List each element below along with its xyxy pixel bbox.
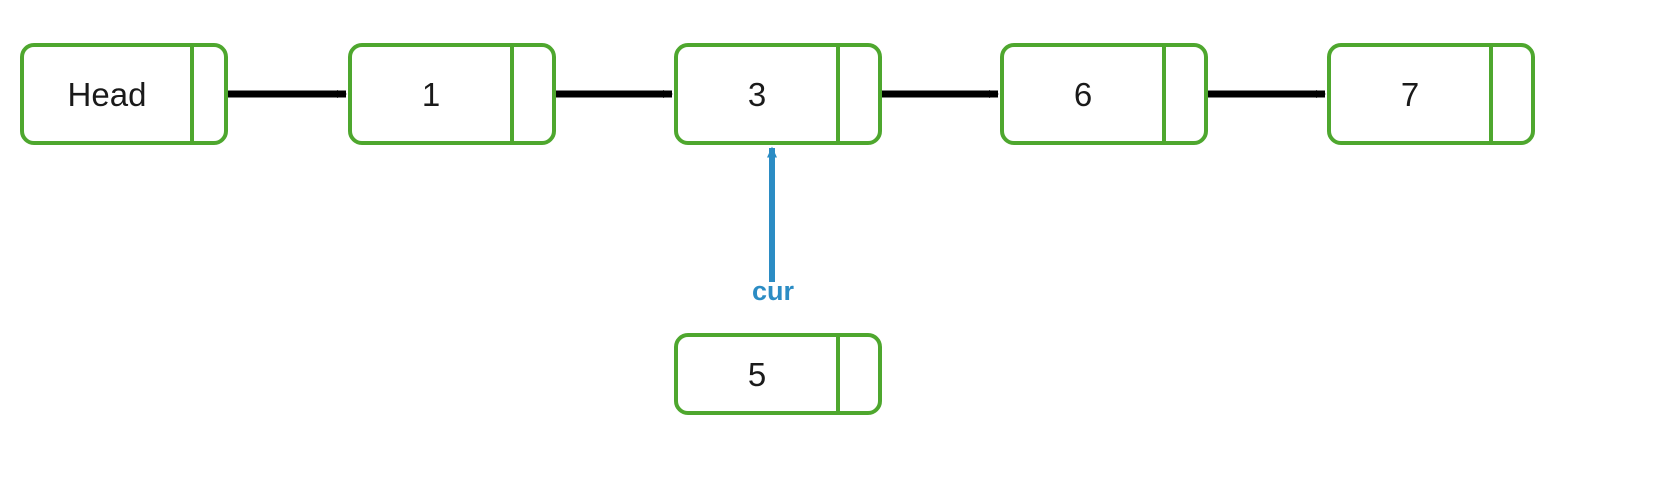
node-value: 7: [1400, 75, 1420, 113]
node-pointer-cell: [514, 47, 552, 141]
node-value: 5: [747, 355, 767, 393]
list-node-7: 7: [1327, 43, 1535, 145]
list-node-head: Head: [20, 43, 228, 145]
list-node-1: 1: [348, 43, 556, 145]
node-data-cell: Head: [24, 47, 194, 141]
detached-node-5: 5: [674, 333, 882, 415]
node-value: Head: [67, 75, 147, 113]
node-data-cell: 7: [1331, 47, 1493, 141]
node-data-cell: 6: [1004, 47, 1166, 141]
node-data-cell: 1: [352, 47, 514, 141]
node-data-cell: 5: [678, 337, 840, 411]
list-node-6: 6: [1000, 43, 1208, 145]
node-pointer-cell: [194, 47, 224, 141]
node-pointer-cell: [840, 337, 878, 411]
node-pointer-cell: [840, 47, 878, 141]
node-value: 1: [421, 75, 441, 113]
node-data-cell: 3: [678, 47, 840, 141]
node-value: 3: [747, 75, 767, 113]
node-pointer-cell: [1166, 47, 1204, 141]
node-pointer-cell: [1493, 47, 1531, 141]
node-value: 6: [1073, 75, 1093, 113]
list-node-3: 3: [674, 43, 882, 145]
cur-pointer-label: cur: [752, 276, 795, 306]
